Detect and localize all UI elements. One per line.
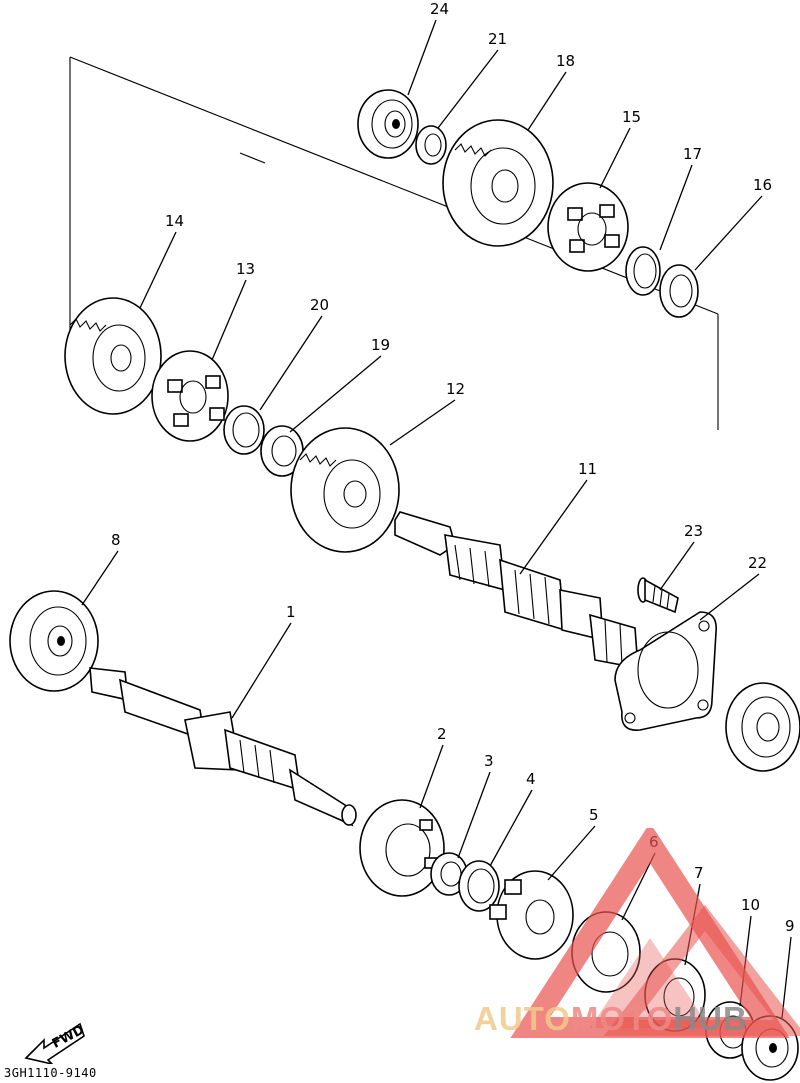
callout-24: 24 — [430, 0, 449, 18]
callout-16: 16 — [753, 176, 772, 194]
callout-18: 18 — [556, 52, 575, 70]
callout-23: 23 — [684, 522, 703, 540]
screw-23 — [637, 577, 679, 614]
drive-axle-11 — [394, 511, 639, 669]
gear-5 — [489, 870, 574, 960]
callout-labels: 24 21 18 15 17 16 14 13 20 19 12 11 8 1 … — [111, 0, 795, 935]
callout-3: 3 — [484, 752, 494, 770]
washer-21 — [415, 125, 447, 165]
callout-8: 8 — [111, 531, 121, 549]
bearing-8 — [9, 590, 99, 692]
circlip-17 — [625, 246, 661, 296]
fwd-arrow-icon: FWD — [24, 1022, 87, 1064]
washer-16 — [659, 264, 699, 318]
callout-10: 10 — [741, 896, 760, 914]
callout-15: 15 — [622, 108, 641, 126]
callout-7: 7 — [694, 864, 704, 882]
callout-20: 20 — [310, 296, 329, 314]
retainer-plate-22 — [614, 611, 717, 731]
callout-12: 12 — [446, 380, 465, 398]
gear-14 — [64, 297, 162, 415]
circlip-20 — [223, 405, 265, 455]
callout-19: 19 — [371, 336, 390, 354]
callout-4: 4 — [526, 770, 536, 788]
callout-14: 14 — [165, 212, 184, 230]
assembly-bracket — [69, 56, 719, 430]
gear-6 — [571, 911, 641, 993]
circlip-4 — [458, 860, 500, 912]
callout-5: 5 — [589, 806, 599, 824]
callout-22: 22 — [748, 554, 767, 572]
bearing-right — [725, 682, 800, 772]
gear-12 — [290, 427, 400, 553]
gear-13 — [151, 350, 229, 442]
callout-1: 1 — [286, 603, 296, 621]
bearing-9 — [741, 1015, 799, 1081]
main-axle-1 — [89, 667, 357, 827]
callout-2: 2 — [437, 725, 447, 743]
callout-13: 13 — [236, 260, 255, 278]
gear-2 — [359, 799, 445, 897]
callout-21: 21 — [488, 30, 507, 48]
callout-17: 17 — [683, 145, 702, 163]
bearing-24 — [357, 89, 419, 159]
callout-6: 6 — [649, 833, 659, 851]
callout-11: 11 — [578, 460, 597, 478]
diagram-code: 3GH1110-9140 — [4, 1066, 97, 1080]
gear-15 — [547, 182, 629, 272]
gear-18 — [442, 119, 554, 247]
fwd-label: FWD — [50, 1022, 87, 1051]
gear-7 — [644, 958, 706, 1032]
callout-9: 9 — [785, 917, 795, 935]
